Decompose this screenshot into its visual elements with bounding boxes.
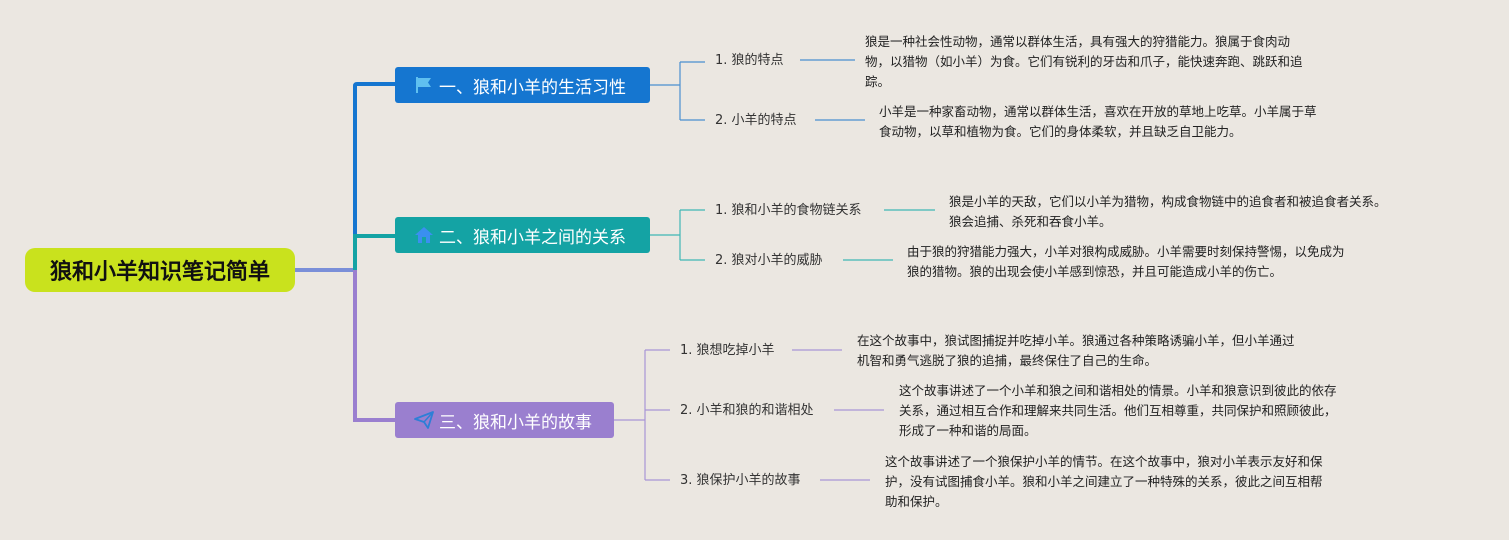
root-topic-label: 狼和小羊知识笔记简单	[49, 260, 270, 285]
note-wolf-traits: 狼是一种社会性动物，通常以群体生活，具有强大的狩猎能力。狼属于食肉动 物，以猎物…	[865, 34, 1303, 89]
note-food-chain: 狼是小羊的天敌，它们以小羊为猎物，构成食物链中的追食者和被追食者关系。 狼会追捕…	[949, 194, 1387, 229]
note-wolf-wants-eat: 在这个故事中，狼试图捕捉并吃掉小羊。狼通过各种策略诱骗小羊，但小羊通过 机智和勇…	[857, 333, 1295, 368]
branch-1-connectors	[650, 59, 865, 121]
paper-plane-icon	[413, 409, 435, 431]
branch-topic-label: 二、狼和小羊之间的关系	[439, 227, 626, 248]
branch-topic-relationship[interactable]: 二、狼和小羊之间的关系	[395, 217, 650, 253]
branch-3-connectors	[614, 349, 884, 481]
branch-2-connectors	[650, 209, 935, 261]
subtopic-harmony[interactable]: 2. 小羊和狼的和谐相处	[680, 403, 814, 418]
subtopic-wolf-wants-eat[interactable]: 1. 狼想吃掉小羊	[680, 343, 775, 358]
note-wolf-threat: 由于狼的狩猎能力强大，小羊对狼构成威胁。小羊需要时刻保持警惕，以免成为 狼的猎物…	[907, 244, 1345, 279]
root-connectors	[295, 82, 395, 422]
root-topic[interactable]: 狼和小羊知识笔记简单	[25, 248, 295, 292]
note-wolf-protects: 这个故事讲述了一个狼保护小羊的情节。在这个故事中，狼对小羊表示友好和保 护，没有…	[885, 454, 1323, 509]
subtopic-wolf-traits[interactable]: 1. 狼的特点	[715, 53, 784, 68]
branch-topic-story[interactable]: 三、狼和小羊的故事	[395, 402, 614, 438]
subtopic-wolf-threat[interactable]: 2. 狼对小羊的威胁	[715, 253, 823, 268]
house-icon	[413, 224, 435, 246]
note-lamb-traits: 小羊是一种家畜动物，通常以群体生活，喜欢在开放的草地上吃草。小羊属于草 食动物，…	[879, 104, 1317, 139]
flag-icon	[413, 74, 435, 96]
subtopic-lamb-traits[interactable]: 2. 小羊的特点	[715, 113, 797, 128]
branch-topic-label: 三、狼和小羊的故事	[439, 412, 592, 433]
subtopic-wolf-protects[interactable]: 3. 狼保护小羊的故事	[680, 473, 801, 488]
subtopic-food-chain[interactable]: 1. 狼和小羊的食物链关系	[715, 203, 862, 218]
branch-topic-living-habits[interactable]: 一、狼和小羊的生活习性	[395, 67, 650, 103]
note-harmony: 这个故事讲述了一个小羊和狼之间和谐相处的情景。小羊和狼意识到彼此的依存 关系，通…	[899, 383, 1337, 438]
branch-topic-label: 一、狼和小羊的生活习性	[439, 77, 626, 98]
